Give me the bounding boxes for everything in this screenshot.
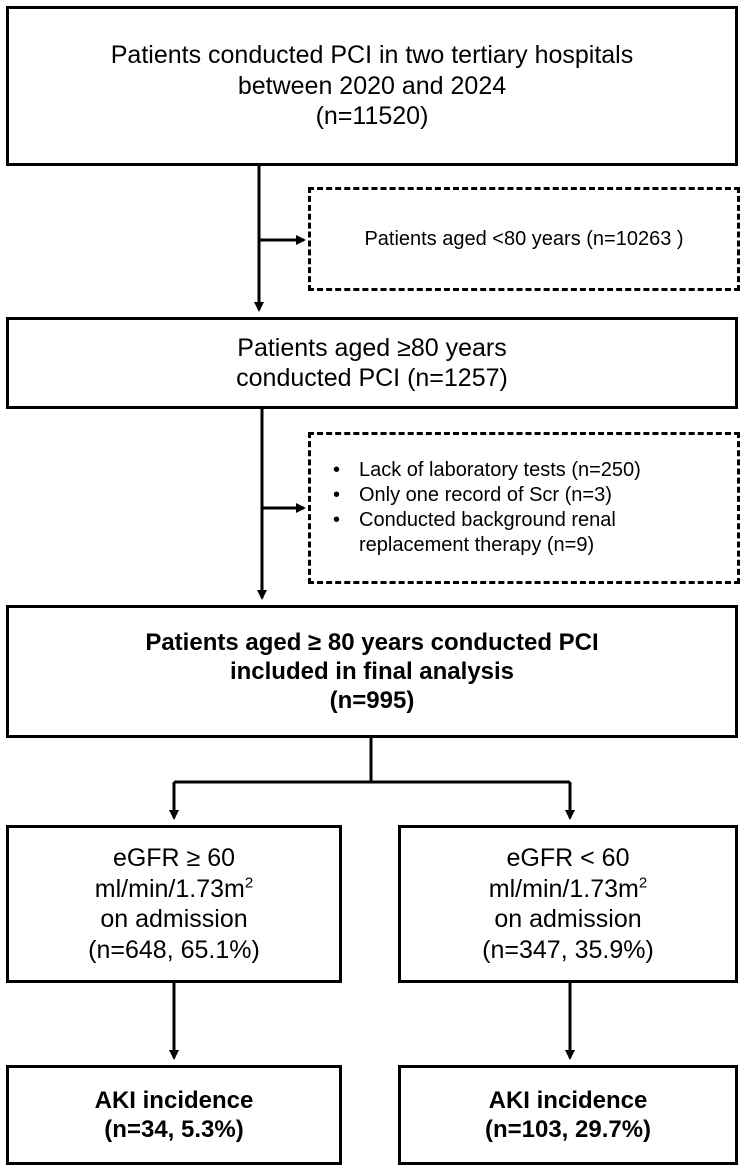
exclusion-item-text: Lack of laboratory tests (n=250): [359, 459, 641, 481]
box-total-patients: Patients conducted PCI in two tertiary h…: [6, 6, 738, 166]
total-line-2: between 2020 and 2024: [237, 71, 507, 100]
box-aki-low: AKI incidence (n=103, 29.7%): [398, 1065, 738, 1165]
elderly-line-2: conducted PCI (n=1257): [236, 364, 508, 392]
aki-high-count: (n=34, 5.3%): [104, 1116, 244, 1143]
final-line-2: included in final analysis: [229, 657, 515, 685]
final-line-1: Patients aged ≥ 80 years conducted PCI: [145, 628, 599, 656]
egfr-low-unit: ml/min/1.73m2: [489, 874, 647, 905]
egfr-high-unit-text: ml/min/1.73m: [94, 874, 245, 903]
box-excluded-age: Patients aged <80 years (n=10263 ): [308, 187, 740, 291]
aki-low-count: (n=103, 29.7%): [484, 1116, 652, 1143]
box-final-analysis: Patients aged ≥ 80 years conducted PCI i…: [6, 605, 738, 738]
box-excluded-criteria: Lack of laboratory tests (n=250) Only on…: [308, 432, 740, 584]
exclusion-list: Lack of laboratory tests (n=250) Only on…: [331, 458, 641, 558]
box-egfr-high: eGFR ≥ 60 ml/min/1.73m2 on admission (n=…: [6, 825, 342, 983]
exclusion-item-continuation: replacement therapy (n=9): [359, 534, 595, 556]
egfr-low-unit-exponent: 2: [638, 873, 648, 891]
total-line-3: (n=11520): [315, 102, 429, 131]
egfr-low-threshold: eGFR < 60: [506, 844, 630, 872]
aki-low-label: AKI incidence: [488, 1086, 648, 1114]
total-line-1: Patients conducted PCI in two tertiary h…: [110, 41, 634, 70]
exclusion-item: Only one record of Scr (n=3): [331, 483, 641, 508]
exclusion-item-text: Only one record of Scr (n=3): [359, 484, 612, 506]
exclusion-item: Conducted background renal replacement th…: [331, 508, 641, 558]
exclusion-item-text: Conducted background renal: [359, 509, 616, 531]
box-aki-high: AKI incidence (n=34, 5.3%): [6, 1065, 342, 1165]
egfr-high-threshold: eGFR ≥ 60: [112, 844, 236, 872]
egfr-low-admission: on admission: [494, 905, 642, 933]
box-egfr-low: eGFR < 60 ml/min/1.73m2 on admission (n=…: [398, 825, 738, 983]
aki-high-label: AKI incidence: [94, 1086, 254, 1114]
egfr-low-count: (n=347, 35.9%): [482, 935, 654, 964]
box-elderly-patients: Patients aged ≥80 years conducted PCI (n…: [6, 317, 738, 409]
egfr-high-unit: ml/min/1.73m2: [95, 874, 253, 905]
exclusion-item: Lack of laboratory tests (n=250): [331, 458, 641, 483]
excluded-age-text: Patients aged <80 years (n=10263 ): [364, 227, 684, 250]
egfr-high-unit-exponent: 2: [244, 873, 254, 891]
egfr-high-admission: on admission: [100, 905, 248, 933]
egfr-high-count: (n=648, 65.1%): [88, 935, 260, 964]
egfr-low-unit-text: ml/min/1.73m: [488, 874, 639, 903]
final-line-3: (n=995): [329, 687, 415, 715]
elderly-line-1: Patients aged ≥80 years: [237, 333, 507, 362]
